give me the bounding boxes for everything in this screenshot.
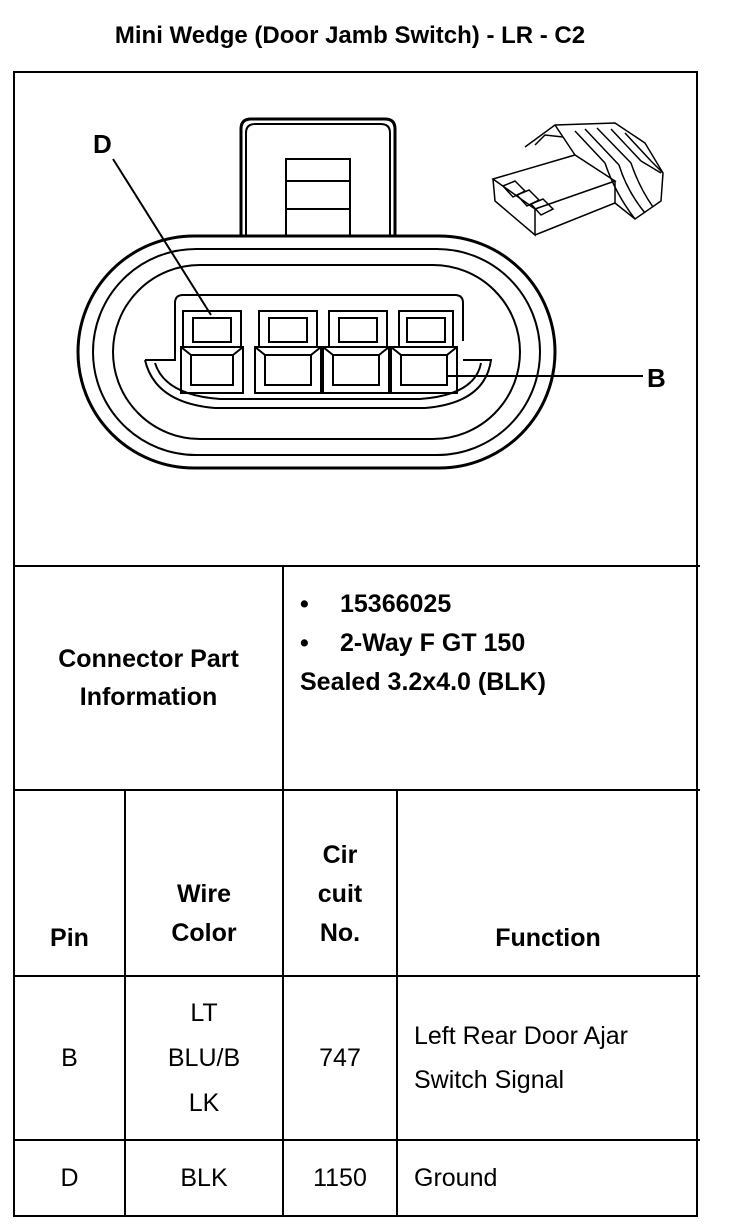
label-b: B [647,363,666,393]
label-line: Information [79,683,218,711]
label-line: Connector Part [58,645,239,673]
header-pin: Pin [15,791,124,975]
divider [124,789,126,1217]
header-function: Function [398,791,698,975]
cell-text: BLK [180,1163,228,1192]
header-text: Cir [322,841,358,869]
page-title: Mini Wedge (Door Jamb Switch) - LR - C2 [114,22,586,49]
table-row-wire-color: LT BLU/B LK [126,977,282,1139]
cell-text: Left Rear Door Ajar [414,1022,628,1050]
divider [282,565,284,1217]
pin-cavities-icon [180,310,458,394]
divider [13,975,700,977]
header-text: Function [495,924,601,952]
table-row-function: Left Rear Door Ajar Switch Signal [398,977,698,1139]
cell-text: LT [190,998,218,1027]
leader-line-d [112,158,212,316]
cell-text: BLU/B [167,1043,241,1072]
divider [396,789,398,1217]
table-frame [13,71,698,1217]
bullet: • [300,590,309,618]
table-row-wire-color: BLK [126,1141,282,1215]
cell-text: Ground [414,1163,498,1192]
header-text: Pin [50,924,89,952]
header-circuit: Cir cuit No. [284,791,396,975]
cell-text: Switch Signal [414,1066,565,1094]
header-text: Wire [177,880,231,908]
table-row-function: Ground [398,1141,698,1215]
latch-icon [239,117,397,237]
part-number: 15366025 [340,590,452,618]
connector-drawing: D B [76,117,666,470]
connector-part-details: • 15366025 • 2-Way F GT 150 Sealed 3.2x4.0… [300,585,546,702]
header-text: No. [319,919,361,947]
header-text: cuit [317,880,363,908]
connector-3d-icon [491,122,664,237]
description-continued: Sealed 3.2x4.0 (BLK) [300,668,546,696]
divider [13,565,700,567]
divider [13,789,700,791]
header-wire-color: Wire Color [126,791,282,975]
cell-text: B [61,1043,78,1072]
cell-text: LK [188,1088,220,1117]
table-row-pin: D [15,1141,124,1215]
label-d: D [93,129,112,159]
housing-outline [76,234,557,470]
description-line: • 2-Way F GT 150 [300,624,546,663]
header-text: Color [171,919,237,947]
part-number-line: • 15366025 [300,585,546,624]
table-row-circuit: 747 [284,977,396,1139]
cell-text: 1150 [313,1163,367,1192]
table-row-circuit: 1150 [284,1141,396,1215]
bullet: • [300,629,309,657]
connector-info-label: Connector Part Information [15,567,282,789]
table-row-pin: B [15,977,124,1139]
description: 2-Way F GT 150 [340,629,526,657]
divider [13,1139,700,1141]
cell-text: D [60,1163,79,1192]
cell-text: 747 [319,1043,361,1072]
